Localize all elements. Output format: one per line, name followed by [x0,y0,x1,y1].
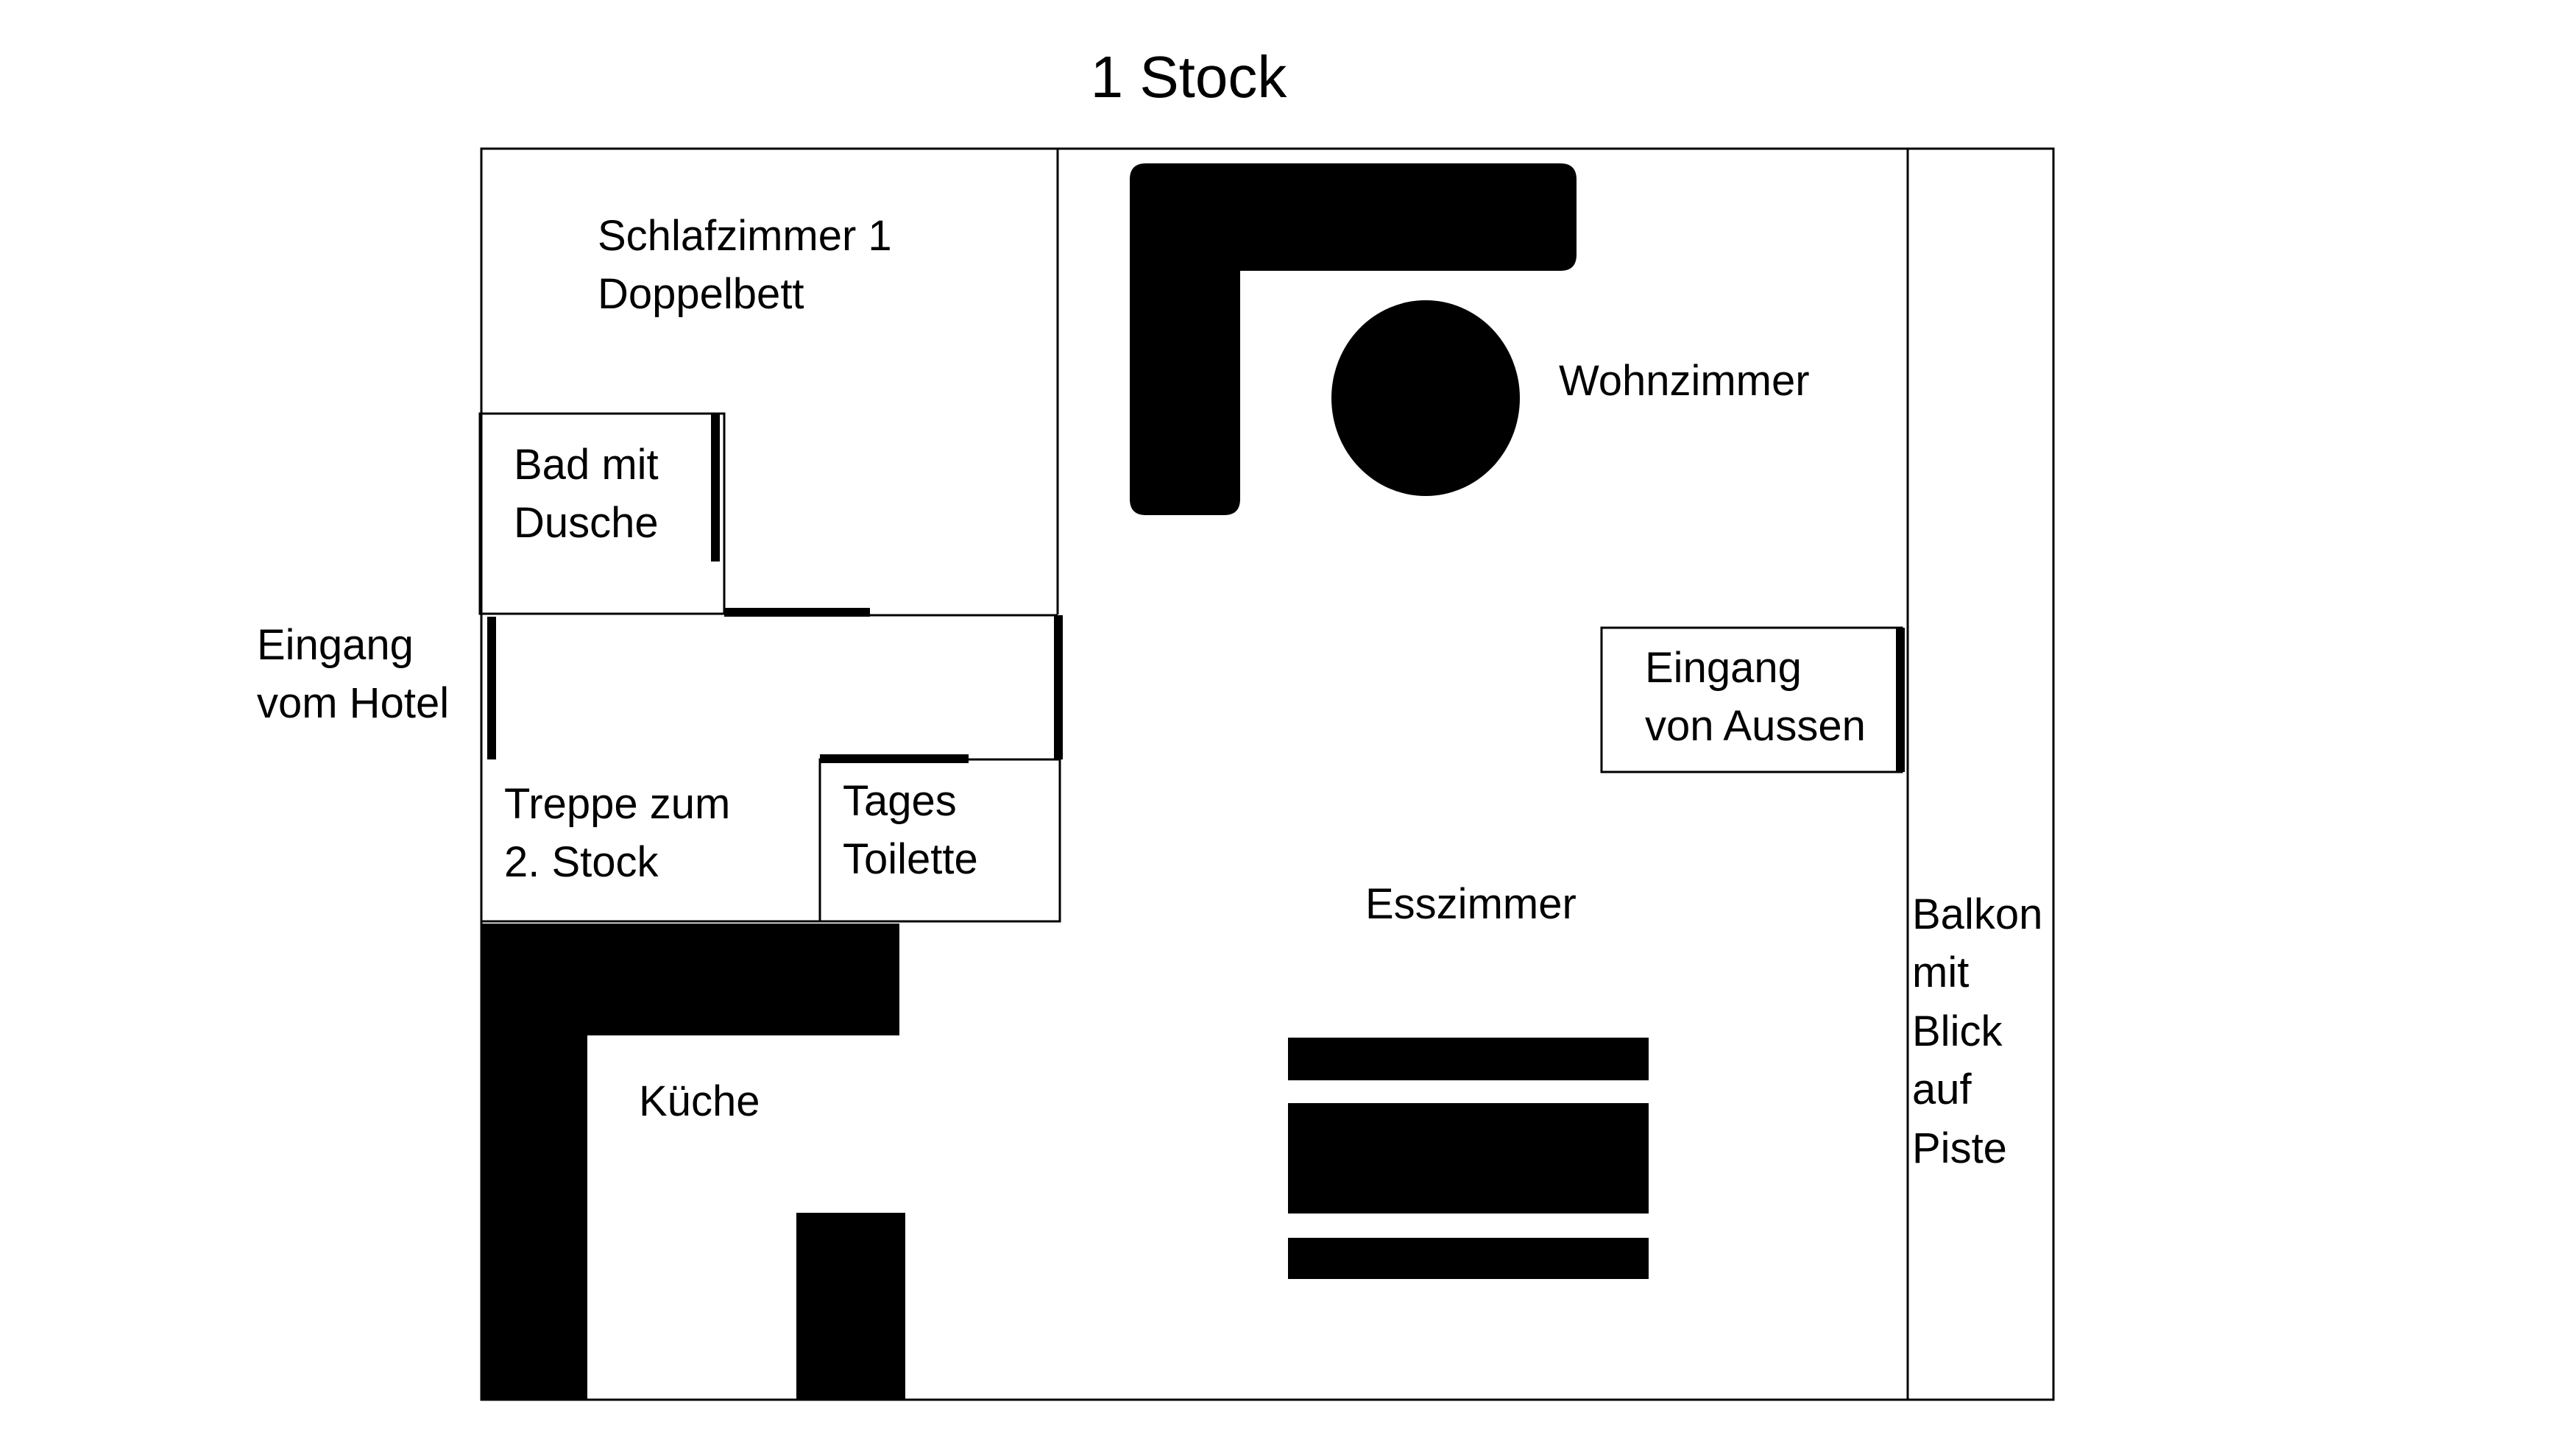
dining-table [1288,1103,1649,1214]
toilet-sublabel: Toilette [843,835,978,883]
toilet-label: Tages [843,777,957,825]
kitchen-label: Küche [639,1077,760,1125]
balcony-label-1: Balkon [1912,890,2042,938]
kitchen-counter [481,924,899,1400]
outside-entrance-label: Eingang [1645,644,1802,692]
plan-title: 1 Stock [1091,44,1288,110]
dining-bench-bottom [1288,1238,1649,1279]
outside-entrance-sublabel: von Aussen [1645,702,1866,750]
balcony-label-5: Piste [1912,1124,2007,1172]
balcony-label-3: Blick [1912,1007,2003,1055]
hotel-entrance-sublabel: vom Hotel [257,679,449,727]
bedroom-label: Schlafzimmer 1 [598,212,892,260]
bathroom-wall [478,412,726,615]
coffee-table [1331,300,1520,496]
stairs-sublabel: 2. Stock [504,838,659,886]
dining-bench-top [1288,1038,1649,1080]
bathroom-sublabel: Dusche [514,499,659,547]
living-room-label: Wohnzimmer [1559,357,1810,405]
bedroom-sublabel: Doppelbett [598,270,804,318]
dining-room-label: Esszimmer [1365,880,1577,928]
kitchen-island [796,1213,905,1400]
bathroom-label: Bad mit [514,441,659,489]
sofa [1130,163,1577,515]
hotel-entrance-label: Eingang [257,621,414,669]
balcony-label-4: auf [1912,1066,1972,1113]
stairs-label: Treppe zum [504,780,730,828]
balcony-label-2: mit [1912,949,1969,996]
outer-wall [480,147,2055,1401]
